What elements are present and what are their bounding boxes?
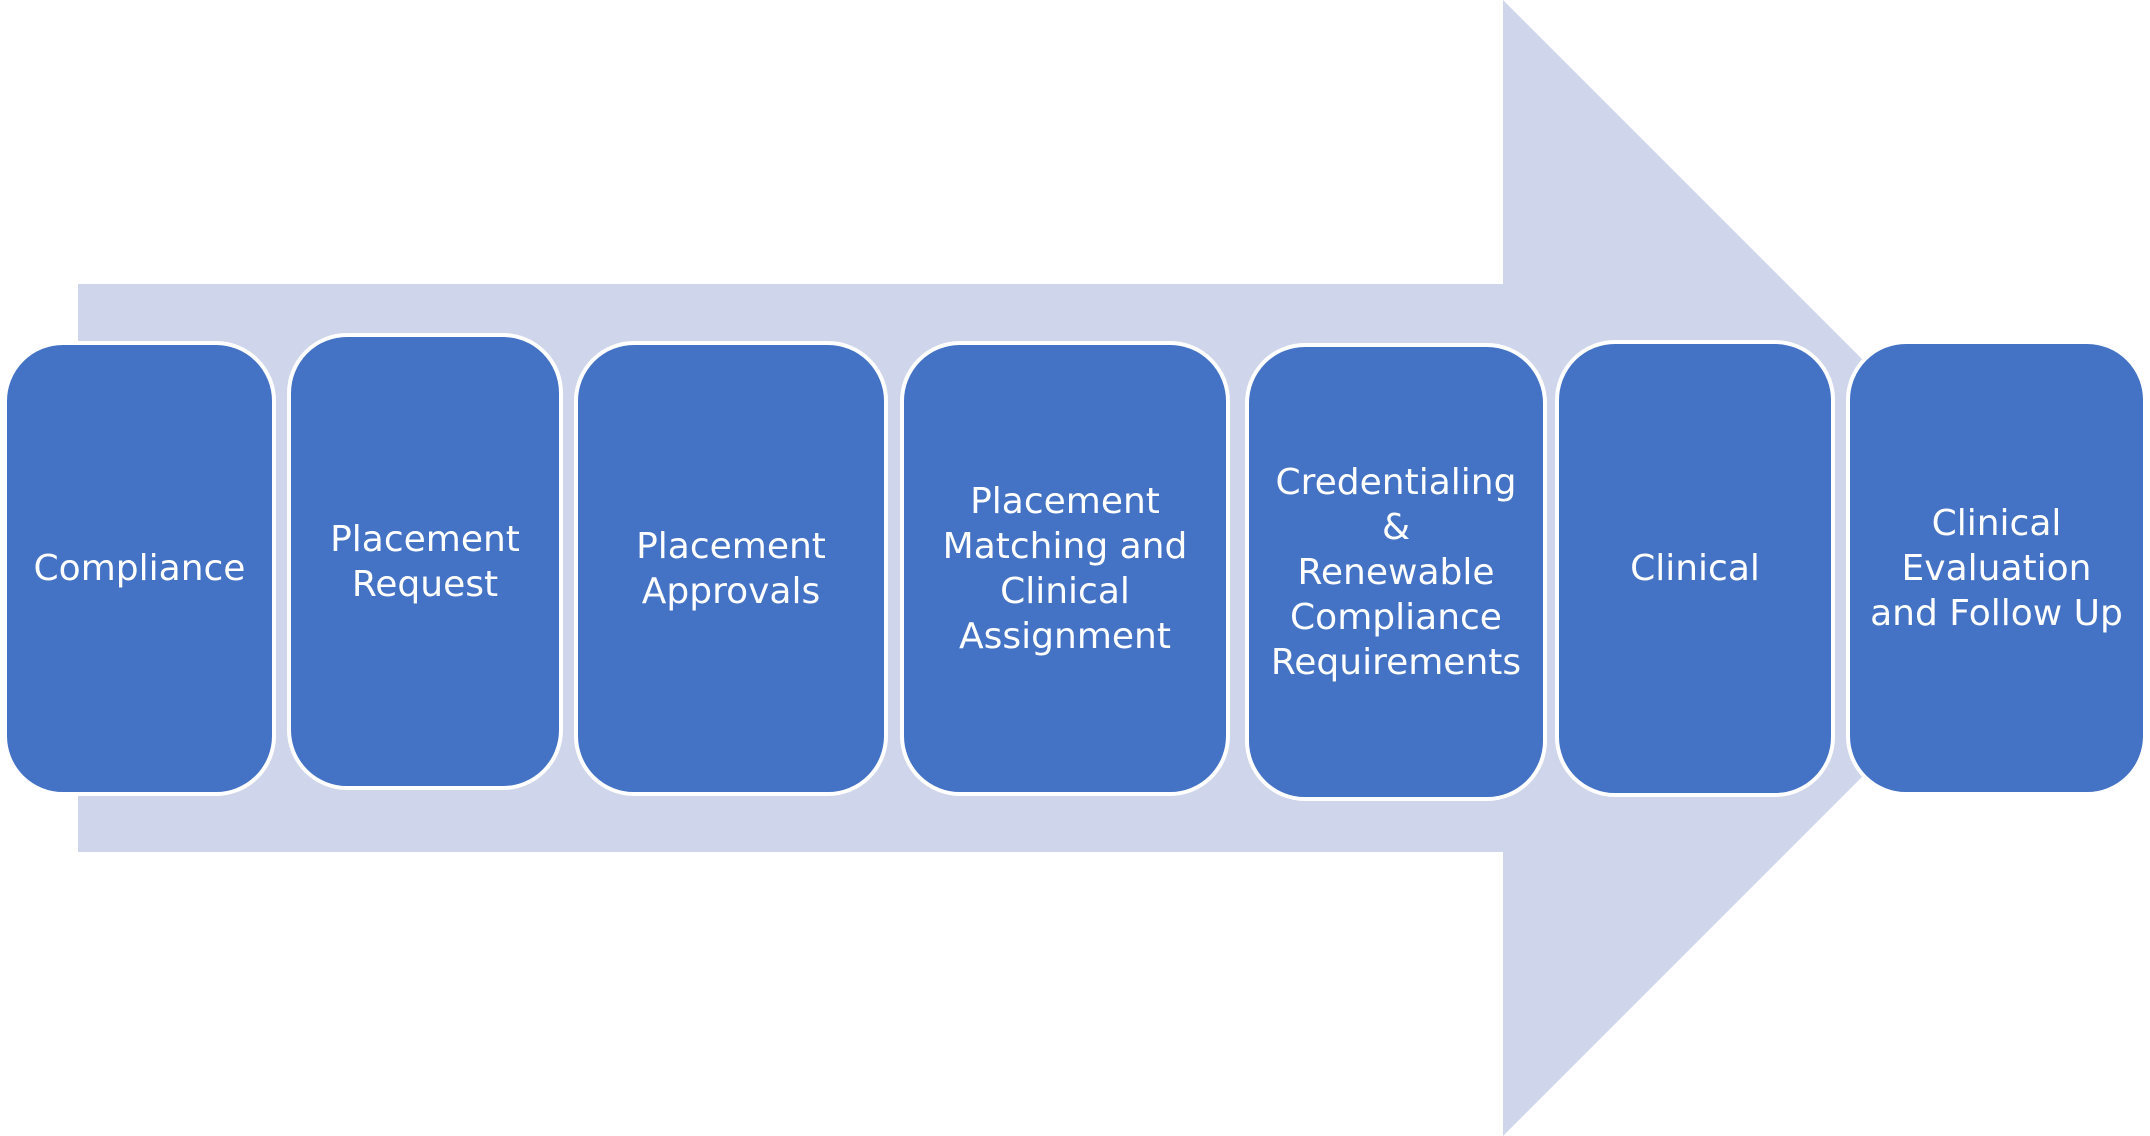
step-label-clinical-evaluation: Clinical Evaluation and Follow Up — [1870, 502, 2123, 634]
step-box-clinical: Clinical — [1555, 340, 1835, 797]
step-label-placement-matching: Placement Matching and Clinical Assignme… — [942, 480, 1188, 657]
step-box-credentialing: Credentialing & Renewable Compliance Req… — [1245, 343, 1547, 801]
step-label-placement-approvals: Placement Approvals — [636, 525, 826, 612]
step-box-placement-request: Placement Request — [287, 333, 563, 790]
step-box-clinical-evaluation: Clinical Evaluation and Follow Up — [1846, 340, 2147, 796]
step-label-placement-request: Placement Request — [330, 518, 520, 605]
step-label-compliance: Compliance — [33, 548, 246, 589]
step-box-compliance: Compliance — [3, 341, 276, 796]
step-label-clinical: Clinical — [1630, 548, 1760, 589]
step-label-credentialing: Credentialing & Renewable Compliance Req… — [1270, 461, 1522, 683]
step-box-placement-matching: Placement Matching and Clinical Assignme… — [900, 341, 1230, 796]
step-box-placement-approvals: Placement Approvals — [574, 341, 888, 796]
